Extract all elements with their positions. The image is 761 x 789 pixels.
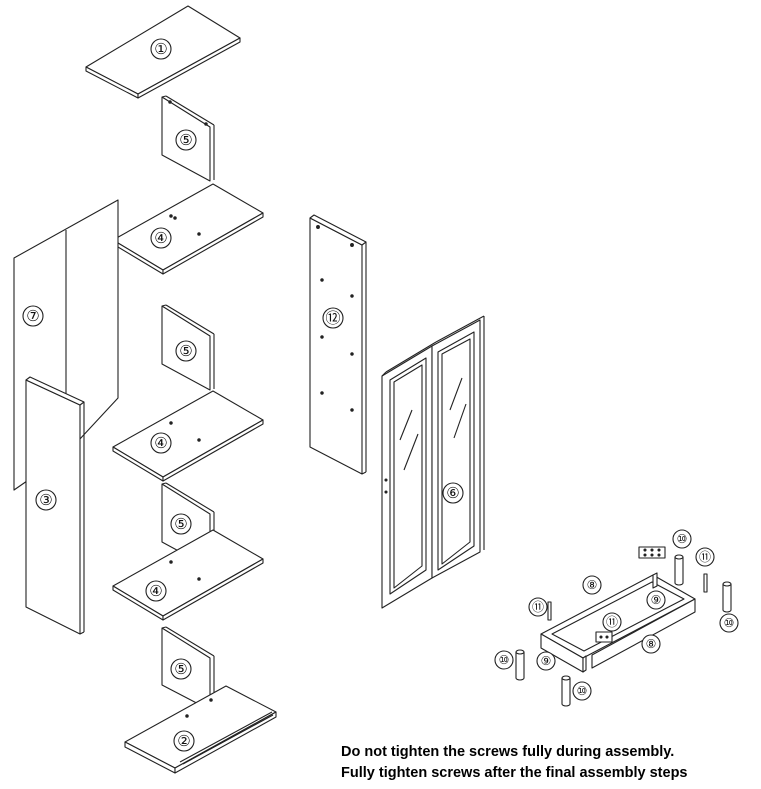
part-4-shelf-c: ④ xyxy=(112,529,264,621)
label-5a: ⑤ xyxy=(179,131,192,149)
label-8b: ⑧ xyxy=(646,637,657,651)
part-12-side-panel: ⑫ xyxy=(309,214,367,475)
label-9b: ⑨ xyxy=(541,654,552,668)
part-4-shelf-b: ④ xyxy=(112,390,264,482)
part-4-shelf-a: ④ xyxy=(112,183,264,275)
part-1-top-board: ① xyxy=(85,5,241,99)
part-2-bottom-board: ② xyxy=(124,685,277,774)
label-12: ⑫ xyxy=(325,309,340,327)
label-1: ① xyxy=(154,40,167,58)
label-10b: ⑩ xyxy=(724,616,735,630)
label-11b: ⑪ xyxy=(532,600,544,614)
label-11a: ⑪ xyxy=(606,615,618,629)
label-5b: ⑤ xyxy=(179,342,192,360)
label-6: ⑥ xyxy=(446,484,459,502)
label-7: ⑦ xyxy=(26,307,39,325)
part-6-glass-doors: ⑥ xyxy=(381,315,485,609)
label-4b: ④ xyxy=(154,434,167,452)
label-5d: ⑤ xyxy=(174,660,187,678)
part-5-divider-panel-b: ⑤ xyxy=(161,304,215,391)
assembly-note-line-2: Fully tighten screws after the final ass… xyxy=(341,765,688,781)
part-5-divider-panel-a: ⑤ xyxy=(161,95,215,182)
label-11c: ⑪ xyxy=(699,550,711,564)
part-5-divider-panel-d: ⑤ xyxy=(161,626,215,711)
label-4c: ④ xyxy=(149,582,162,600)
assembly-note-line-1: Do not tighten the screws fully during a… xyxy=(341,744,675,760)
label-9a: ⑨ xyxy=(651,593,662,607)
label-4a: ④ xyxy=(154,229,167,247)
label-5c: ⑤ xyxy=(174,515,187,533)
part-3-side-panel: ③ xyxy=(25,376,85,635)
label-10d: ⑩ xyxy=(577,684,588,698)
label-10a: ⑩ xyxy=(677,532,688,546)
label-3: ③ xyxy=(39,491,52,509)
base-frame-assembly: ⑧ ⑨ ⑪ ⑧ ⑨ ⑪ ⑪ ⑩ ⑩ ⑩ ⑩ xyxy=(494,529,739,707)
label-8a: ⑧ xyxy=(587,578,598,592)
label-2: ② xyxy=(177,732,190,750)
label-10c: ⑩ xyxy=(499,653,510,667)
